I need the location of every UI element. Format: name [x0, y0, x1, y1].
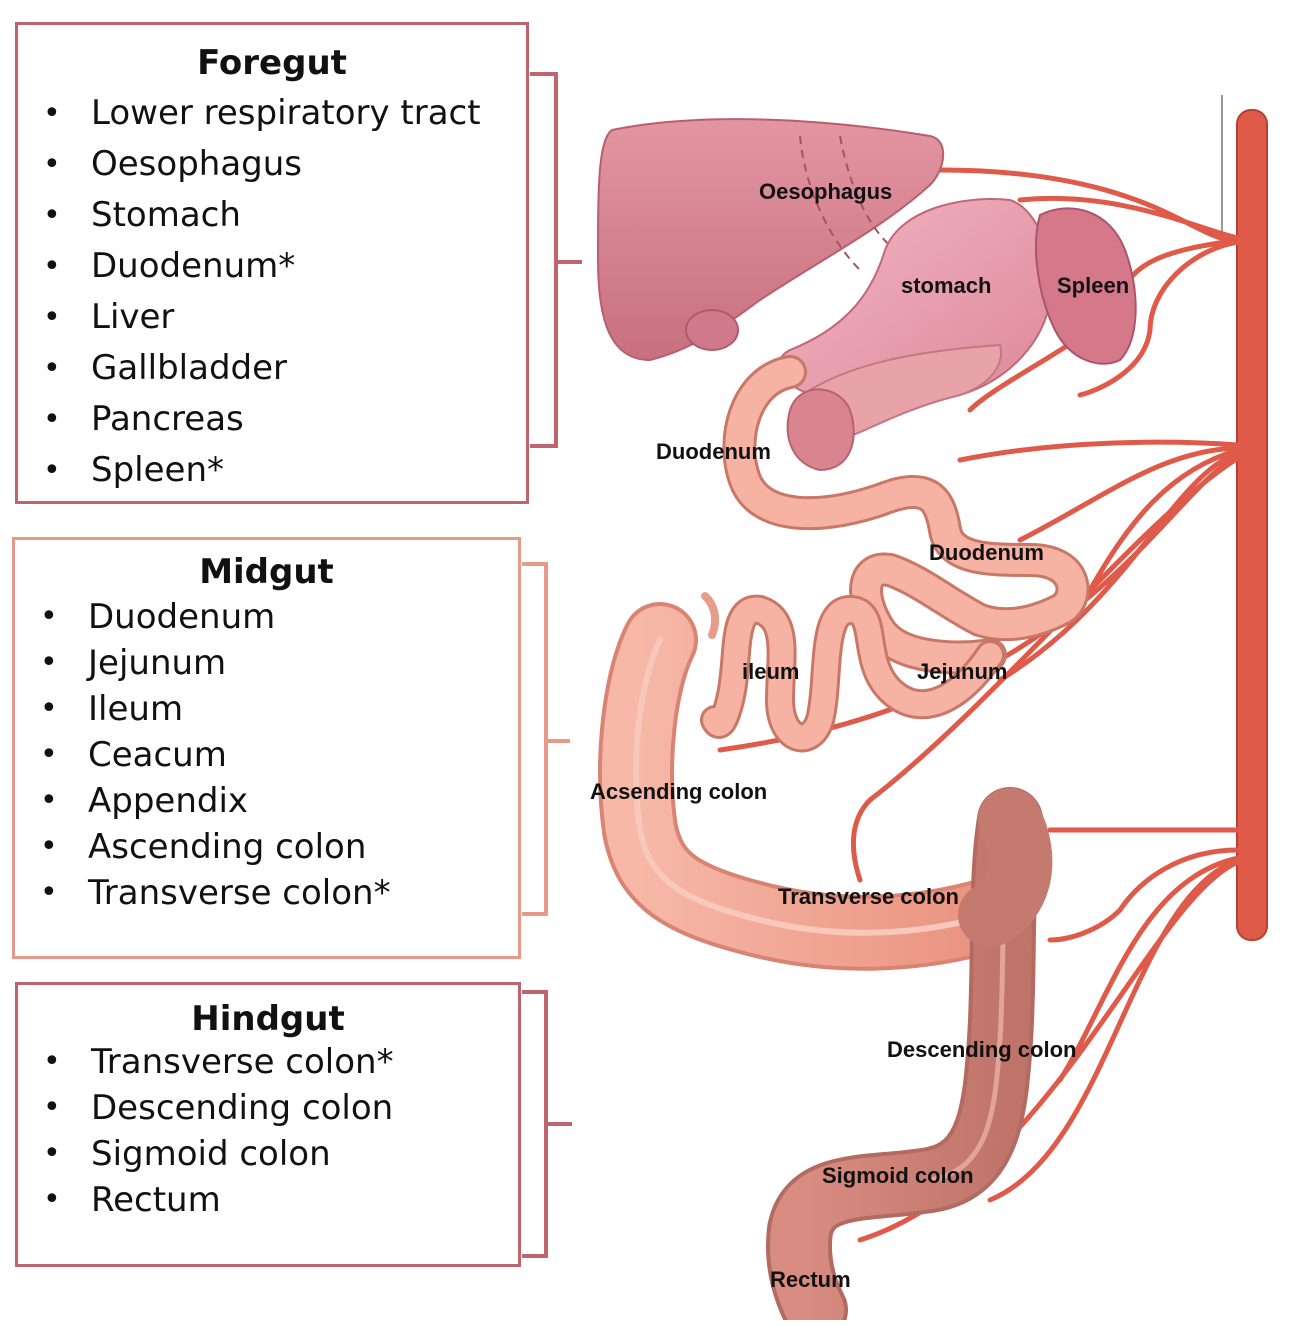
list-item: •Transverse colon*: [15, 870, 518, 916]
pancreas-head: [786, 388, 855, 472]
label-duodenum-lower: Duodenum: [929, 540, 1044, 565]
bullet-icon: •: [43, 198, 61, 233]
list-item: •Lower respiratory tract: [18, 88, 526, 139]
label-stomach: stomach: [901, 273, 992, 298]
liver: [596, 118, 945, 362]
bullet-icon: •: [43, 249, 61, 284]
list-item: •Pancreas: [18, 394, 526, 445]
bullet-icon: •: [40, 599, 58, 634]
label-rectum: Rectum: [770, 1267, 851, 1292]
list-item: •Transverse colon*: [18, 1039, 518, 1085]
list-item: •Duodenum*: [18, 241, 526, 292]
midgut-title: Midgut: [199, 552, 334, 592]
list-item: •Oesophagus: [18, 139, 526, 190]
bullet-icon: •: [43, 1182, 61, 1217]
gut-illustration: [596, 95, 1268, 1320]
bullet-icon: •: [43, 453, 61, 488]
foregut-list: •Lower respiratory tract •Oesophagus •St…: [18, 88, 526, 496]
gallbladder: [685, 309, 739, 351]
bullet-icon: •: [43, 351, 61, 386]
midgut-list: •Duodenum •Jejunum •Ileum •Ceacum •Appen…: [15, 594, 518, 916]
bullet-icon: •: [43, 1136, 61, 1171]
list-item: •Descending colon: [18, 1085, 518, 1131]
appendix: [701, 592, 720, 639]
label-jejunum: Jejunum: [917, 659, 1008, 684]
label-spleen: Spleen: [1057, 273, 1130, 298]
list-item: •Gallbladder: [18, 343, 526, 394]
label-duodenum-upper: Duodenum: [656, 439, 771, 464]
list-item: •Jejunum: [15, 640, 518, 686]
transverse-to-descending: [958, 788, 1053, 947]
bullet-icon: •: [43, 96, 61, 131]
foregut-box: Foregut •Lower respiratory tract •Oesoph…: [15, 22, 529, 504]
label-ileum: ileum: [742, 659, 800, 684]
bullet-icon: •: [43, 402, 61, 437]
bullet-icon: •: [40, 691, 58, 726]
list-item: •Ascending colon: [15, 824, 518, 870]
label-sigmoid-colon: Sigmoid colon: [822, 1163, 974, 1188]
list-item: •Sigmoid colon: [18, 1131, 518, 1177]
bullet-icon: •: [40, 875, 58, 910]
hindgut-title: Hindgut: [191, 999, 345, 1039]
list-item: •Stomach: [18, 190, 526, 241]
bullet-icon: •: [43, 147, 61, 182]
label-ascending-colon: Acsending colon: [590, 779, 768, 804]
label-transverse-colon: Transverse colon: [778, 884, 959, 909]
hindgut-bracket: [522, 990, 572, 1258]
midgut-box: Midgut •Duodenum •Jejunum •Ileum •Ceacum…: [12, 537, 521, 959]
bullet-icon: •: [40, 783, 58, 818]
oesophagus-dashed: [799, 135, 896, 271]
bullet-icon: •: [43, 1090, 61, 1125]
aorta: [1236, 109, 1268, 941]
bullet-icon: •: [43, 1044, 61, 1079]
bullet-icon: •: [40, 645, 58, 680]
bullet-icon: •: [40, 829, 58, 864]
list-item: •Liver: [18, 292, 526, 343]
spleen: [1034, 207, 1137, 365]
midgut-bracket: [522, 562, 570, 916]
label-descending-colon: Descending colon: [887, 1037, 1077, 1062]
foregut-title: Foregut: [197, 43, 347, 83]
hindgut-box: Hindgut •Transverse colon* •Descending c…: [15, 982, 521, 1267]
label-oesophagus: Oesophagus: [759, 179, 893, 204]
bullet-icon: •: [43, 300, 61, 335]
foregut-bracket: [530, 72, 582, 448]
list-item: •Ileum: [15, 686, 518, 732]
list-item: •Duodenum: [15, 594, 518, 640]
list-item: •Rectum: [18, 1177, 518, 1223]
list-item: •Ceacum: [15, 732, 518, 778]
bullet-icon: •: [40, 737, 58, 772]
hindgut-list: •Transverse colon* •Descending colon •Si…: [18, 1039, 518, 1223]
list-item: •Spleen*: [18, 445, 526, 496]
list-item: •Appendix: [15, 778, 518, 824]
